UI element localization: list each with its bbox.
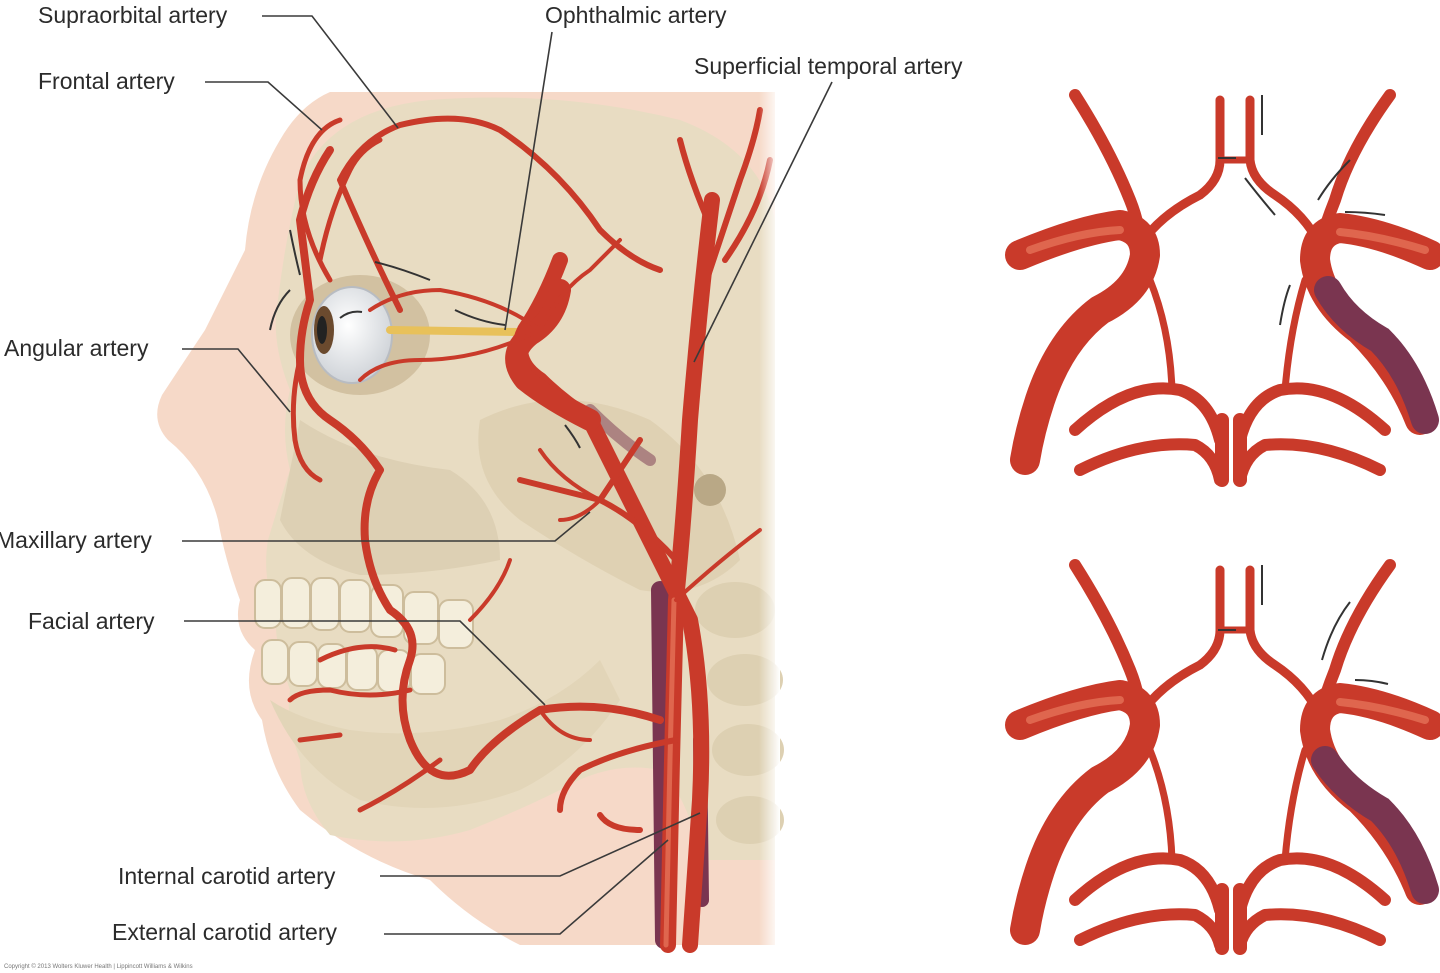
leader-ophthalmic [504, 31, 553, 331]
mandible [270, 660, 620, 808]
frontal-artery-path [297, 117, 383, 283]
carotid-siphon [505, 279, 601, 431]
ophthalmic-branches [358, 238, 622, 382]
label-internal-carotid: Internal carotid artery [118, 863, 336, 889]
supraorbital-artery-path [337, 115, 663, 313]
angular-artery-path [290, 357, 323, 483]
head-flow-arrows [269, 229, 581, 449]
leader-external-carotid [384, 839, 669, 935]
maxilla [280, 420, 500, 575]
label-angular: Angular artery [4, 335, 149, 361]
optic-nerve [386, 326, 524, 336]
label-ophthalmic: Ophthalmic artery [545, 2, 727, 28]
leader-superficial-temporal [693, 81, 833, 363]
leader-supraorbital [262, 15, 399, 129]
leader-maxillary [182, 511, 591, 542]
leader-angular [182, 348, 291, 413]
leader-facial [184, 620, 546, 706]
label-maxillary: Maxillary artery [0, 527, 152, 553]
label-facial: Facial artery [28, 608, 155, 634]
head-illustration [157, 92, 784, 953]
facial-branch-2 [468, 558, 592, 742]
leader-frontal [205, 81, 323, 131]
circle-of-willis-bottom [1005, 559, 1440, 955]
edge-fade [640, 92, 780, 952]
label-frontal: Frontal artery [38, 68, 175, 94]
label-external-carotid: External carotid artery [112, 919, 337, 945]
facial-branch-1 [287, 644, 443, 813]
label-superficial-temporal: Superficial temporal artery [694, 53, 963, 79]
labels: Supraorbital artery Frontal artery Ophth… [0, 2, 963, 970]
circle-of-willis-top [1005, 89, 1440, 487]
copyright-text: Copyright © 2013 Wolters Kluwer Health |… [4, 963, 193, 970]
leader-internal-carotid [380, 812, 701, 877]
label-supraorbital: Supraorbital artery [38, 2, 228, 28]
facial-artery-path [296, 146, 664, 780]
teeth [254, 577, 474, 695]
